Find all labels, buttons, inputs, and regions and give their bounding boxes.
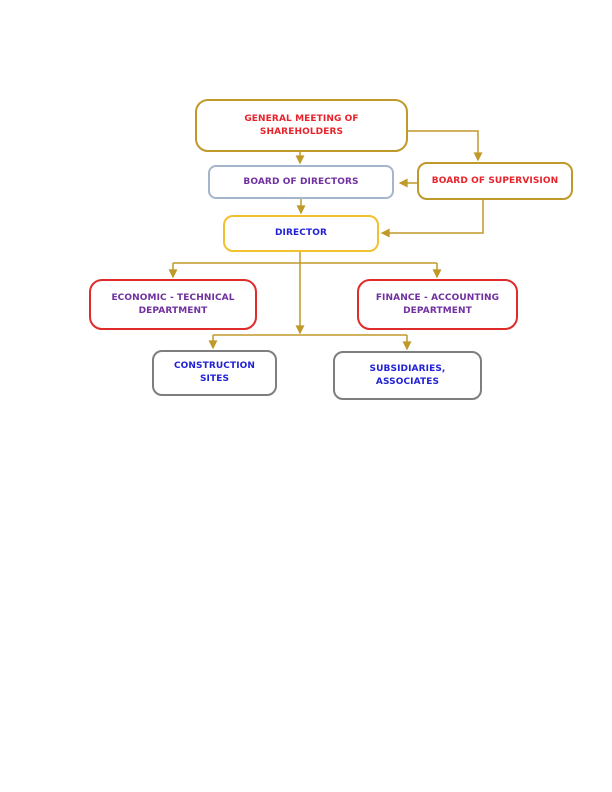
- edge-board-supervision-to-director: [380, 200, 484, 238]
- node-general-meeting-label: GENERAL MEETING OF SHAREHOLDERS: [244, 113, 359, 137]
- node-economic-technical-department: ECONOMIC - TECHNICAL DEPARTMENT: [89, 279, 257, 330]
- node-board-of-supervision: BOARD OF SUPERVISION: [417, 162, 573, 200]
- node-construction-sites-label: CONSTRUCTION SITES: [173, 361, 256, 384]
- edge-general-meeting-to-board-supervision: [408, 130, 483, 162]
- node-general-meeting-of-shareholders: GENERAL MEETING OF SHAREHOLDERS: [195, 99, 408, 152]
- node-director: DIRECTOR: [223, 215, 379, 252]
- node-board-of-supervision-label: BOARD OF SUPERVISION: [431, 175, 559, 186]
- node-finance-accounting-department: FINANCE - ACCOUNTING DEPARTMENT: [357, 279, 518, 330]
- node-subsidiaries-associates: SUBSIDIARIES, ASSOCIATES: [333, 351, 482, 400]
- node-board-of-directors: BOARD OF DIRECTORS: [208, 165, 394, 199]
- node-subsidiaries-associates-label: SUBSIDIARIES, ASSOCIATES: [369, 363, 446, 387]
- node-director-label: DIRECTOR: [274, 228, 328, 238]
- node-construction-sites: CONSTRUCTION SITES: [152, 350, 277, 396]
- node-economic-technical-label: ECONOMIC - TECHNICAL DEPARTMENT: [111, 292, 235, 316]
- node-board-of-directors-label: BOARD OF DIRECTORS: [243, 176, 359, 187]
- node-finance-accounting-label: FINANCE - ACCOUNTING DEPARTMENT: [375, 292, 500, 316]
